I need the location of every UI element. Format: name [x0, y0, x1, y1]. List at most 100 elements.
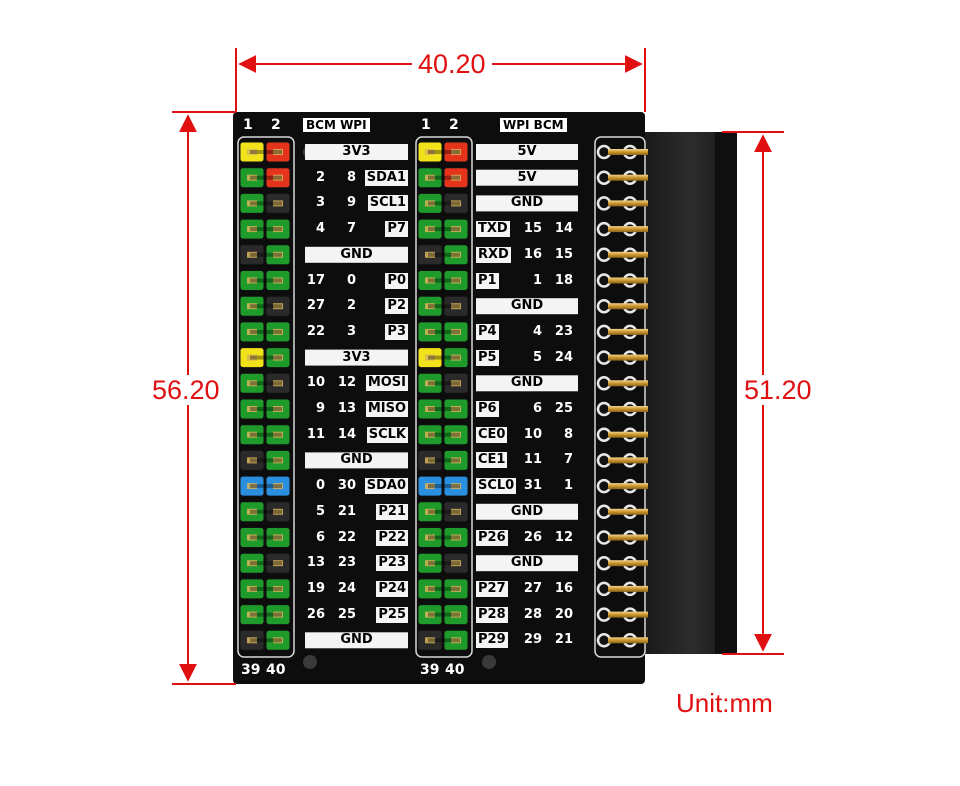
jumper-bridge — [250, 535, 282, 540]
jumper-bridge — [428, 509, 460, 514]
right-pin-name: P29 — [476, 632, 508, 649]
left-pin-name: P7 — [385, 221, 408, 238]
left-wpi-number: 14 — [337, 426, 356, 442]
left-pin-name: SCLK — [366, 426, 408, 443]
left-pin-name: MOSI — [365, 375, 408, 392]
pin-contact — [451, 560, 461, 567]
right-label-bar — [476, 503, 578, 520]
jumper-bridge — [428, 227, 460, 232]
right-wpi-number: 10 — [523, 426, 542, 442]
jumper-bridge — [250, 612, 282, 617]
right-header-outline — [415, 136, 473, 658]
gold-pin — [608, 303, 648, 310]
jumper-bridge — [250, 407, 282, 411]
pin-contact — [247, 149, 257, 155]
right-wpi-number: 16 — [523, 246, 542, 262]
right-bcm-number: 12 — [554, 529, 573, 545]
right-bcm-number: 23 — [554, 323, 573, 339]
right-wpi-number: 29 — [523, 632, 542, 648]
pin-contact — [273, 534, 283, 541]
gold-pin — [608, 277, 648, 284]
pin-contact — [451, 585, 461, 592]
pin-contact — [451, 277, 461, 284]
right-bar-label: GND — [510, 503, 544, 519]
pin-contact — [425, 508, 435, 515]
jumper-bridge — [428, 586, 460, 591]
gold-pin — [608, 431, 648, 438]
left-bcm-number: 3 — [315, 195, 325, 211]
left-pin-name: P24 — [376, 580, 408, 597]
left-bcm-number: 10 — [306, 375, 325, 391]
right-pin-name: CE1 — [476, 452, 508, 469]
right-wpi-number: 4 — [532, 323, 542, 339]
pin-contact — [425, 534, 435, 541]
right-pin-name: RXD — [476, 246, 511, 263]
pin-contact — [247, 174, 257, 181]
jumper-bridge — [428, 484, 460, 489]
right-pin-name: P28 — [476, 606, 508, 623]
pin-contact — [425, 406, 435, 412]
left-bcm-number: 5 — [315, 503, 325, 519]
jumper-bridge — [250, 561, 282, 566]
right-pin-name: P1 — [476, 272, 499, 289]
pin-contact — [425, 431, 435, 438]
height-dimension-label: 56.20 — [150, 375, 222, 405]
pin-contact — [451, 431, 461, 438]
right-bcm-number: 8 — [563, 426, 573, 442]
pin-contact — [451, 457, 461, 464]
pin-contact — [451, 174, 461, 181]
right-bar-label: GND — [510, 195, 544, 211]
jumper-bridge — [250, 227, 282, 232]
pin-contact — [273, 251, 283, 258]
pin-contact — [247, 508, 257, 515]
jumper-bridge — [250, 150, 282, 154]
left-bcm-number: 17 — [306, 272, 325, 288]
pin-contact — [247, 611, 257, 618]
left-label-bar — [305, 632, 408, 649]
pin-contact — [273, 457, 283, 464]
jumper-bridge — [250, 484, 282, 489]
pin-contact — [451, 406, 461, 412]
left-bcm-number: 13 — [306, 555, 325, 571]
pin-contact — [425, 585, 435, 592]
jumper-bridge — [428, 175, 460, 180]
pin-contact — [247, 303, 257, 310]
right-pin40-label: 40 — [445, 662, 465, 678]
left-bcm-number: 11 — [306, 426, 325, 442]
pin-contact — [273, 483, 283, 490]
right-bar-label: 5V — [517, 169, 537, 185]
left-bcm-number: 0 — [315, 478, 325, 494]
jumper-bridge — [250, 638, 282, 643]
right-pin-name: P26 — [476, 529, 508, 546]
right-pin-name: TXD — [476, 221, 510, 238]
left-pin-name: MISO — [365, 401, 408, 417]
left-pin-name: P22 — [376, 529, 408, 546]
gold-pin — [608, 534, 648, 541]
pin-contact — [425, 149, 435, 155]
pin-contact — [247, 200, 257, 207]
pin-contact — [247, 637, 257, 644]
gold-pin — [608, 637, 648, 644]
left-bar-label: GND — [340, 246, 373, 262]
jumper-bridge — [250, 201, 282, 206]
mount-hole — [303, 655, 317, 669]
left-jumper-pins — [239, 141, 291, 651]
jumper-bridge — [250, 432, 282, 437]
pin-contact — [247, 226, 257, 233]
pin-contact — [451, 328, 461, 335]
left-label-bar — [305, 246, 408, 263]
jumper-bridge — [250, 329, 282, 334]
jumper-bridge — [428, 355, 460, 360]
left-wpi-number: 9 — [346, 195, 356, 211]
pin-contact — [273, 406, 283, 412]
unit-label: Unit:mm — [676, 688, 773, 718]
right-bcm-number: 25 — [554, 401, 573, 416]
gold-pin — [608, 483, 648, 490]
pin-contact — [273, 431, 283, 438]
pin-contact — [425, 200, 435, 207]
width-dimension-label: 40.20 — [412, 49, 492, 79]
pin-contact — [273, 303, 283, 310]
pin-contact — [273, 637, 283, 644]
right-pin1-label: 1 — [421, 117, 431, 133]
pin-contact — [247, 534, 257, 541]
